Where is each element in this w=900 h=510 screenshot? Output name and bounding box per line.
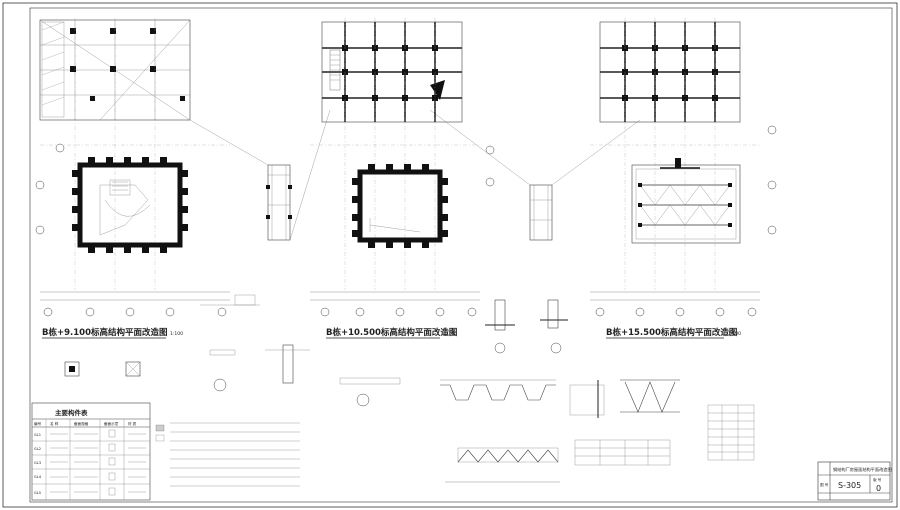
plan-1-scale: 1:100 — [170, 331, 183, 337]
plan-1-title: B栋+9.100标高结构平面改造图 — [42, 327, 168, 338]
plan-2: B栋+10.500标高结构平面改造图 1:100 — [310, 18, 480, 339]
general-notes — [155, 422, 300, 487]
table-row-id: GL2 — [34, 447, 41, 451]
col-header-name: 名 称 — [50, 421, 59, 426]
plan-1-wall-plan — [72, 157, 188, 253]
column-section-details — [189, 109, 641, 241]
version-number: 0 — [876, 484, 881, 493]
sheet-name: 钢结构厂房屋面结构平面改造图 — [833, 466, 892, 473]
plan-3-roof-plan — [631, 158, 741, 244]
plan-1: B栋+9.100标高结构平面改造图 1:100 — [35, 18, 230, 339]
small-spec-table — [707, 404, 755, 461]
col-header-sketch: 截面示意 — [104, 421, 119, 426]
col-header-id: 编号 — [34, 421, 42, 426]
title-block: 钢结构厂房屋面结构平面改造图 图 号 S-305 版 号 0 — [817, 461, 892, 501]
plan-2-wall-plan — [352, 164, 448, 248]
deck-profile-details — [440, 379, 680, 483]
table-row-id: GL5 — [34, 491, 41, 495]
col-header-material: 材 质 — [128, 421, 137, 426]
plan-3-title: B栋+15.500标高结构平面改造图 — [606, 327, 737, 338]
component-table: 主要构件表 编号 名 称 截面规格 截面示意 材 质 GL1 GL2 GL3 G… — [31, 402, 151, 501]
grid-bubbles-right — [485, 125, 777, 235]
plan-2-scale: 1:100 — [444, 331, 457, 337]
drawing-no-label: 图 号 — [820, 482, 829, 487]
inner-frame — [29, 7, 893, 503]
drawing-number: S-305 — [838, 481, 861, 490]
plan-2-title: B栋+10.500标高结构平面改造图 — [326, 327, 457, 338]
plan-3-scale: 1:100 — [728, 331, 741, 337]
version-label: 版 号 — [873, 477, 882, 482]
table-row-id: GL1 — [34, 433, 41, 437]
col-header-spec: 截面规格 — [74, 421, 89, 426]
plan-3: B栋+15.500标高结构平面改造图 1:100 — [590, 18, 760, 339]
detail-sketches — [64, 294, 568, 407]
component-table-title: 主要构件表 — [55, 408, 88, 417]
table-row-id: GL3 — [34, 461, 41, 465]
table-row-id: GL4 — [34, 475, 42, 479]
